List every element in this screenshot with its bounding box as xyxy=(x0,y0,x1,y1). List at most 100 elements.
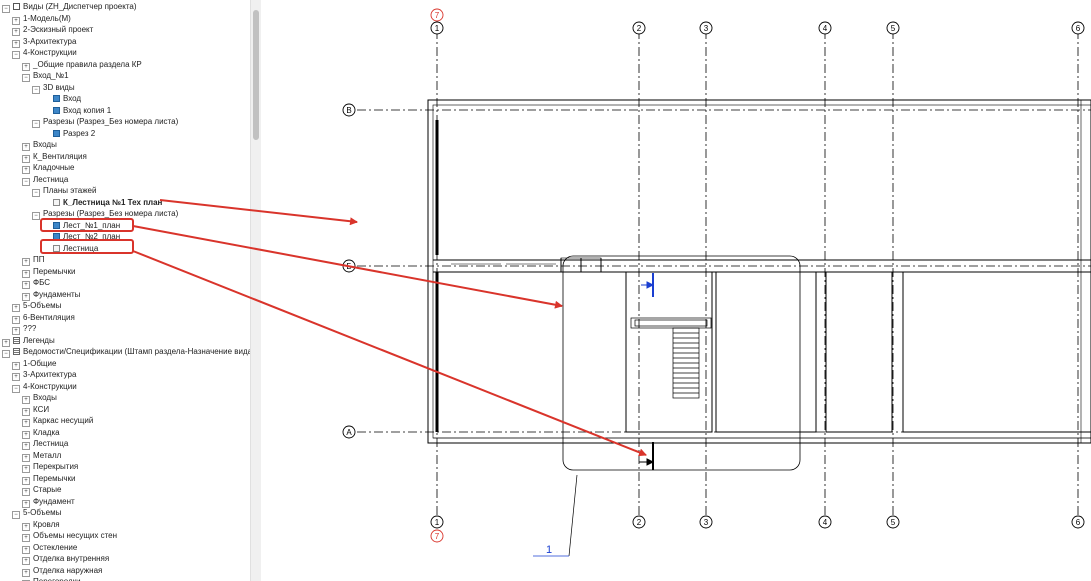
grid-bubble-bottom[interactable]: 5 xyxy=(886,515,900,529)
collapse-icon[interactable]: − xyxy=(22,177,30,186)
expand-icon[interactable]: + xyxy=(12,16,20,25)
project-browser-scrollbar[interactable] xyxy=(250,0,261,581)
grid-bubble-top[interactable]: 2 xyxy=(632,21,646,35)
section-marker-top[interactable] xyxy=(641,273,655,297)
tree-item[interactable]: +Остекление xyxy=(22,542,77,554)
expand-icon[interactable]: + xyxy=(12,361,20,370)
level-marker-bottom[interactable]: 7 xyxy=(430,529,444,543)
tree-item[interactable]: +Входы xyxy=(22,392,57,404)
grid-bubble-bottom[interactable]: 6 xyxy=(1071,515,1085,529)
grid-bubble-bottom[interactable]: 3 xyxy=(699,515,713,529)
expand-icon[interactable]: + xyxy=(22,545,30,554)
tree-item[interactable]: +2-Эскизный проект xyxy=(12,24,93,36)
expand-icon[interactable]: + xyxy=(12,39,20,48)
grid-bubble-top[interactable]: 3 xyxy=(699,21,713,35)
tree-item[interactable]: +3-Архитектура xyxy=(12,36,76,48)
expand-icon[interactable]: + xyxy=(22,258,30,266)
expand-icon[interactable]: + xyxy=(22,476,30,485)
tree-item[interactable]: −Ведомости/Спецификации (Штамп раздела-Н… xyxy=(2,346,250,358)
tree-item[interactable]: −4-Конструкции xyxy=(12,47,77,59)
tree-item[interactable]: +1-Общие xyxy=(12,358,56,370)
expand-icon[interactable]: + xyxy=(22,568,30,577)
tree-item[interactable]: +Кладочные xyxy=(22,162,75,174)
tree-item[interactable]: −Разрезы (Разрез_Без номера листа) xyxy=(32,208,178,220)
expand-icon[interactable]: + xyxy=(22,407,30,416)
collapse-icon[interactable]: − xyxy=(32,189,40,197)
tree-item[interactable]: −4-Конструкции xyxy=(12,381,77,393)
tree-item[interactable]: −Лестница xyxy=(22,174,68,186)
expand-icon[interactable]: + xyxy=(22,522,30,531)
tree-item[interactable]: Разрез 2 xyxy=(42,128,95,139)
grid-bubble-top[interactable]: 4 xyxy=(818,21,832,35)
tree-item[interactable]: −Вход_№1 xyxy=(22,70,69,82)
tree-item[interactable]: Вход копия 1 xyxy=(42,105,111,116)
tree-item[interactable]: +Перегородки xyxy=(22,576,81,581)
expand-icon[interactable]: + xyxy=(22,465,30,473)
level-marker-top[interactable]: 7 xyxy=(430,8,444,22)
grid-bubble-bottom[interactable]: 1 xyxy=(430,515,444,529)
tree-item[interactable]: +Металл xyxy=(22,450,61,462)
grid-bubble-left[interactable]: Б xyxy=(342,259,356,273)
tree-item[interactable]: +6-Вентиляция xyxy=(12,312,75,324)
collapse-icon[interactable]: − xyxy=(22,74,30,82)
expand-icon[interactable]: + xyxy=(2,338,10,347)
tree-item[interactable]: +Отделка наружная xyxy=(22,565,102,577)
tree-item[interactable]: −Виды (ZH_Диспетчер проекта) xyxy=(2,1,137,13)
tree-item[interactable]: +Перекрытия xyxy=(22,461,78,473)
expand-icon[interactable]: + xyxy=(12,28,20,36)
expand-icon[interactable]: + xyxy=(12,304,20,312)
grid-bubble-bottom[interactable]: 4 xyxy=(818,515,832,529)
tree-item[interactable]: +Объемы несущих стен xyxy=(22,530,117,542)
tree-item[interactable]: +??? xyxy=(12,323,36,335)
expand-icon[interactable]: + xyxy=(22,557,30,565)
collapse-icon[interactable]: − xyxy=(12,51,20,59)
expand-icon[interactable]: + xyxy=(22,281,30,289)
collapse-icon[interactable]: − xyxy=(32,120,40,128)
tree-item[interactable]: −Планы этажей xyxy=(32,185,96,197)
tree-item[interactable]: +_Общие правила раздела КР xyxy=(22,59,142,71)
tree-item[interactable]: +Фундамент xyxy=(22,496,75,508)
tree-item[interactable]: +Перемычки xyxy=(22,266,75,278)
collapse-icon[interactable]: − xyxy=(12,384,20,393)
tree-item[interactable]: +5-Объемы xyxy=(12,300,61,312)
grid-bubble-bottom[interactable]: 2 xyxy=(632,515,646,529)
tree-item[interactable]: +КСИ xyxy=(22,404,49,416)
collapse-icon[interactable]: − xyxy=(12,511,20,519)
tree-item[interactable]: Лестница xyxy=(42,243,98,254)
tree-item[interactable]: −3D виды xyxy=(32,82,75,94)
collapse-icon[interactable]: − xyxy=(2,5,10,13)
expand-icon[interactable]: + xyxy=(22,166,30,174)
tree-item[interactable]: Вход xyxy=(42,93,81,104)
collapse-icon[interactable]: − xyxy=(32,85,40,94)
tree-item[interactable]: +Старые xyxy=(22,484,61,496)
expand-icon[interactable]: + xyxy=(12,327,20,335)
expand-icon[interactable]: + xyxy=(22,453,30,462)
tree-item[interactable]: +ПП xyxy=(22,254,45,266)
tree-item[interactable]: +Каркас несущий xyxy=(22,415,93,427)
collapse-icon[interactable]: − xyxy=(32,212,40,220)
expand-icon[interactable]: + xyxy=(22,499,30,508)
expand-icon[interactable]: + xyxy=(12,315,20,324)
expand-icon[interactable]: + xyxy=(22,419,30,427)
scrollbar-thumb[interactable] xyxy=(253,10,259,140)
tree-item[interactable]: +Кладка xyxy=(22,427,60,439)
expand-icon[interactable]: + xyxy=(22,292,30,301)
expand-icon[interactable]: + xyxy=(22,154,30,163)
section-marker-bottom[interactable] xyxy=(639,442,655,470)
tree-item[interactable]: +Легенды xyxy=(2,335,55,347)
expand-icon[interactable]: + xyxy=(22,62,30,71)
tree-item[interactable]: +ФБС xyxy=(22,277,50,289)
expand-icon[interactable]: + xyxy=(22,488,30,496)
grid-bubble-left[interactable]: В xyxy=(342,103,356,117)
grid-bubble-top[interactable]: 1 xyxy=(430,21,444,35)
tree-item[interactable]: +Фундаменты xyxy=(22,289,80,301)
tree-item[interactable]: +1-Модель(М) xyxy=(12,13,71,25)
tree-item[interactable]: +Перемычки xyxy=(22,473,75,485)
tree-item[interactable]: +Лестница xyxy=(22,438,68,450)
tree-item[interactable]: +Кровля xyxy=(22,519,60,531)
expand-icon[interactable]: + xyxy=(22,396,30,404)
tree-item[interactable]: +Отделка внутренняя xyxy=(22,553,109,565)
grid-bubble-top[interactable]: 5 xyxy=(886,21,900,35)
tree-item[interactable]: К_Лестница №1 Тех план xyxy=(42,197,162,208)
